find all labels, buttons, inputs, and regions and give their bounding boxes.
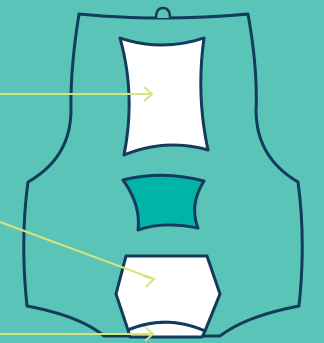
hanger-loop-icon [154,6,172,19]
vest-outline [22,12,304,338]
pointer-line-lower [0,221,156,288]
pointer-line-bottom [0,326,155,342]
upper-insert-panel [118,36,210,157]
center-insert-panel [121,173,206,232]
lower-insert-panel [114,254,222,333]
pointer-line-upper [0,86,154,102]
